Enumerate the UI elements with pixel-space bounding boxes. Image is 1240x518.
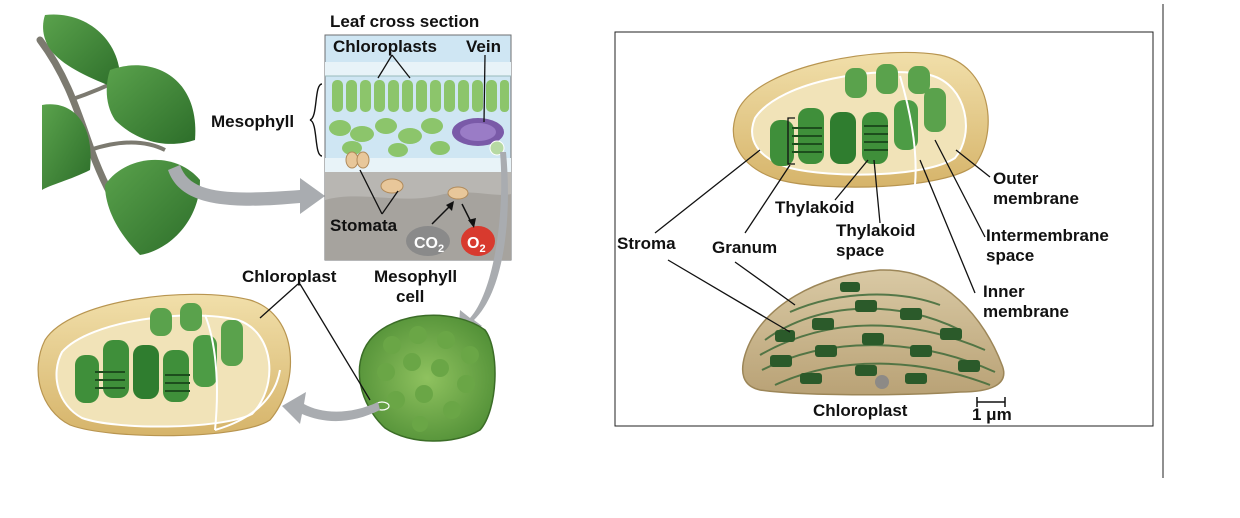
arrow-cell-to-chloroplast [282, 392, 380, 424]
arrow-leaf-to-section [168, 165, 325, 214]
mesophyll-cell-label: Mesophyll cell [374, 267, 462, 306]
chloroplast-micrograph-label: Chloroplast [813, 401, 908, 420]
chloroplasts-label: Chloroplasts [333, 37, 437, 56]
chloroplast-micrograph [741, 269, 1005, 396]
o2-bubble [461, 226, 495, 256]
co2-label: CO2 [414, 235, 444, 255]
leaf-illustration [36, 14, 200, 255]
outer-membrane-label: Outer membrane [993, 169, 1079, 208]
stroma-label: Stroma [617, 234, 676, 253]
mesophyll-cell [358, 314, 496, 442]
inner-membrane-label: Inner membrane [983, 282, 1069, 321]
vein-label: Vein [466, 37, 501, 56]
mesophyll-label: Mesophyll [211, 112, 294, 131]
vein [452, 118, 505, 156]
palisade-cells [332, 80, 509, 112]
o2-label: O2 [467, 235, 486, 255]
chloroplast-illustration-right [732, 51, 989, 188]
spongy-cells [329, 118, 450, 157]
intermembrane-space-label: Intermembrane space [986, 226, 1114, 265]
chloroplast-label-left: Chloroplast [242, 267, 337, 286]
granum-label: Granum [712, 238, 777, 257]
chloroplast-illustration-left [37, 293, 292, 437]
scale-bar-label: 1 μm [972, 405, 1012, 424]
thylakoid-space-label: Thylakoid space [836, 221, 920, 260]
leaf-cross-section [324, 34, 512, 261]
co2-bubble [406, 226, 450, 256]
stomata-label: Stomata [330, 216, 398, 235]
leaf-cross-section-title: Leaf cross section [330, 12, 479, 31]
scale-bar [976, 397, 1006, 407]
mesophyll-brace [309, 83, 323, 157]
thylakoid-label: Thylakoid [775, 198, 854, 217]
